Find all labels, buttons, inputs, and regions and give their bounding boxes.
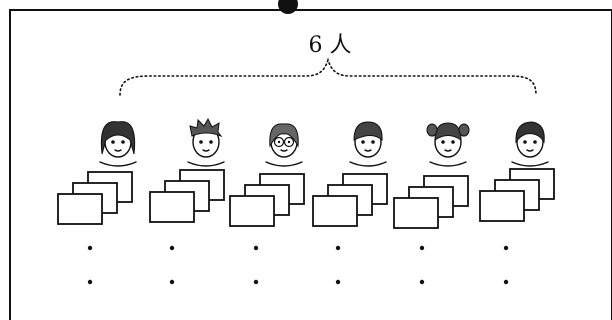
person-boy-spiky-hair: [149, 117, 225, 223]
mouth: [202, 149, 210, 152]
continuation-dot: [169, 279, 175, 285]
continuation-dot: [419, 245, 425, 251]
eye: [533, 140, 537, 144]
eye: [523, 140, 527, 144]
card-stack: [57, 171, 133, 225]
shoulders: [511, 161, 549, 167]
pigtail: [426, 123, 438, 137]
continuation-dot: [503, 245, 509, 251]
continuation-dot: [253, 279, 259, 285]
mouth: [526, 149, 534, 152]
shoulders: [99, 161, 137, 167]
card-stack: [149, 169, 225, 223]
person-boy-side-part: [479, 121, 555, 222]
eye: [121, 140, 125, 144]
eye: [441, 140, 445, 144]
continuation-dot: [503, 279, 509, 285]
continuation-dot: [87, 279, 93, 285]
continuation-dot: [253, 245, 259, 251]
pin-icon: [278, 0, 298, 14]
person-girl-with-bangs: [57, 121, 137, 225]
card: [229, 195, 275, 227]
eye: [277, 140, 281, 144]
glasses-lens: [283, 136, 295, 148]
eye: [361, 140, 365, 144]
hair: [269, 123, 299, 148]
card-stack: [479, 168, 555, 222]
card: [149, 191, 195, 223]
eye: [199, 140, 203, 144]
eye: [451, 140, 455, 144]
continuation-dot: [335, 245, 341, 251]
person-girl-with-glasses: [229, 123, 305, 227]
total-people-label: 6 人: [309, 33, 352, 58]
eye: [371, 140, 375, 144]
continuation-dot: [419, 279, 425, 285]
mouth: [444, 149, 452, 152]
continuation-dot: [335, 279, 341, 285]
shoulders: [265, 161, 303, 167]
hair: [353, 121, 383, 142]
continuation-dot: [87, 245, 93, 251]
person-girl-with-pigtails: [393, 122, 470, 229]
card: [57, 193, 103, 225]
hair: [515, 121, 545, 144]
card: [393, 197, 439, 229]
hair: [100, 121, 136, 155]
eye: [209, 140, 213, 144]
eye: [287, 140, 291, 144]
card-stack: [393, 175, 469, 229]
group-brace: [119, 57, 537, 96]
shoulders: [187, 161, 225, 167]
hair: [189, 117, 223, 138]
eye: [111, 140, 115, 144]
person-boy-short-hair: [312, 121, 388, 227]
glasses-lens: [273, 136, 285, 148]
mouth: [114, 149, 122, 152]
hair: [434, 122, 462, 141]
card-stack: [312, 173, 388, 227]
continuation-dot: [169, 245, 175, 251]
mouth: [280, 149, 288, 152]
card: [312, 195, 358, 227]
mouth: [364, 149, 372, 152]
card-stack: [229, 173, 305, 227]
shoulders: [349, 161, 387, 167]
people-group: [57, 117, 555, 285]
pigtail: [458, 123, 470, 137]
card: [479, 190, 525, 222]
shoulders: [429, 161, 467, 167]
